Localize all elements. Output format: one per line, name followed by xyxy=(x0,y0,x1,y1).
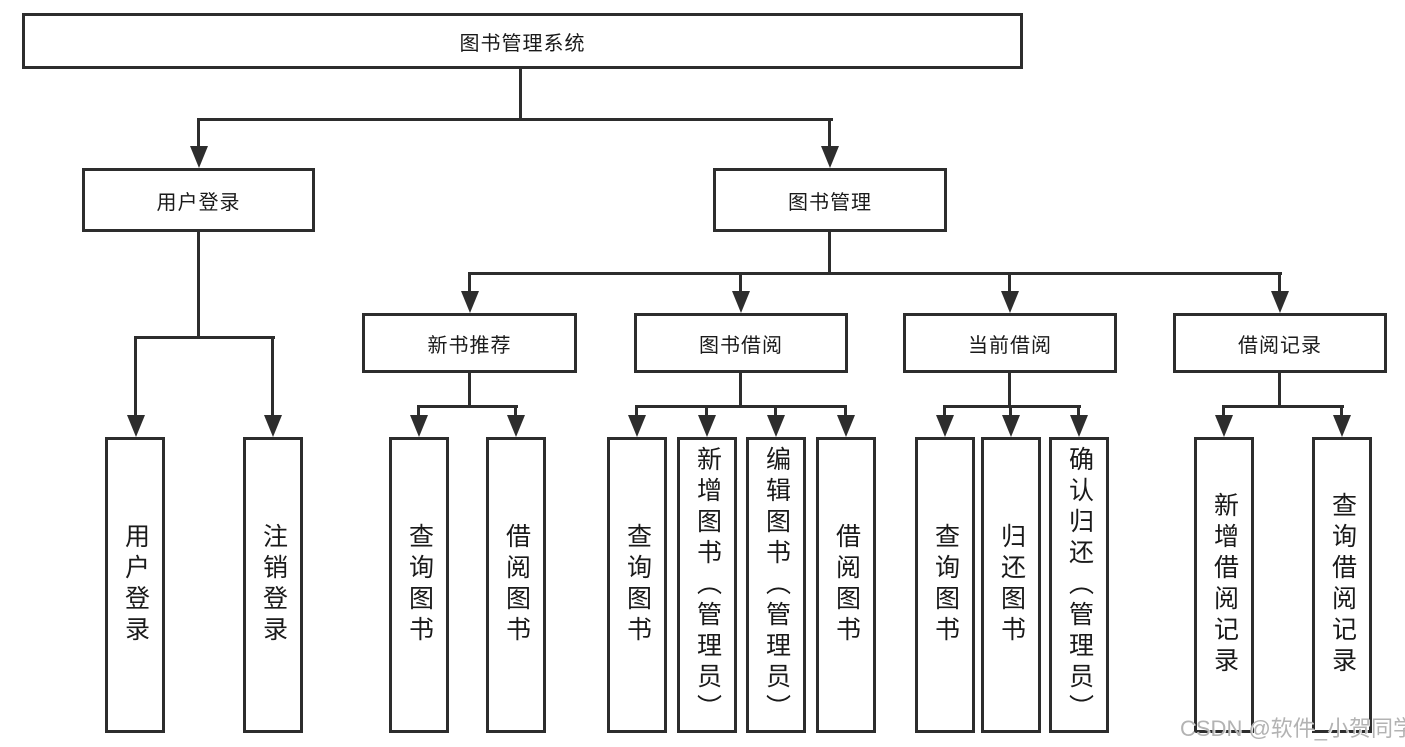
node-book-borrow: 图书借阅 xyxy=(634,313,848,373)
connector-hline xyxy=(469,272,1282,275)
leaf-query-books-borrow-label: 查询图书 xyxy=(623,523,652,647)
leaf-query-borrow-record-label: 查询借阅记录 xyxy=(1328,492,1357,678)
leaf-confirm-return-admin-label: 确认归还（管理员） xyxy=(1065,445,1094,725)
connector-arrow-down-icon xyxy=(1001,405,1020,437)
leaf-add-books-admin-label: 新增图书（管理员） xyxy=(693,445,722,725)
leaf-query-books-current-label: 查询图书 xyxy=(931,523,960,647)
leaf-logout-label: 注销登录 xyxy=(259,523,288,647)
leaf-query-books-recommend: 查询图书 xyxy=(389,437,449,733)
connector-arrow-down-icon xyxy=(126,336,145,437)
connector-arrow-down-icon xyxy=(697,405,716,437)
connector-arrow-down-icon xyxy=(766,405,785,437)
leaf-add-borrow-record: 新增借阅记录 xyxy=(1194,437,1254,733)
node-borrow-records-label: 借阅记录 xyxy=(1238,334,1322,357)
node-library-system: 图书管理系统 xyxy=(22,13,1023,69)
connector-hline xyxy=(197,118,833,121)
connector-arrow-down-icon xyxy=(627,405,646,437)
connector-vline xyxy=(739,373,742,405)
node-current-borrow-label: 当前借阅 xyxy=(968,334,1052,357)
connector-hline xyxy=(134,336,275,339)
connector-arrow-down-icon xyxy=(460,272,479,313)
leaf-query-borrow-record: 查询借阅记录 xyxy=(1312,437,1372,733)
leaf-borrow-books-label: 借阅图书 xyxy=(832,523,861,647)
connector-arrow-down-icon xyxy=(1332,405,1351,437)
leaf-query-books-current: 查询图书 xyxy=(915,437,975,733)
connector-arrow-down-icon xyxy=(189,118,208,168)
connector-arrow-down-icon xyxy=(836,405,855,437)
leaf-borrow-books-recommend-label: 借阅图书 xyxy=(502,523,531,647)
leaf-confirm-return-admin: 确认归还（管理员） xyxy=(1049,437,1109,733)
node-user-login-label: 用户登录 xyxy=(156,191,241,214)
node-book-management: 图书管理 xyxy=(713,168,947,232)
leaf-edit-books-admin: 编辑图书（管理员） xyxy=(746,437,806,733)
connector-arrow-down-icon xyxy=(409,405,428,437)
leaf-edit-books-admin-label: 编辑图书（管理员） xyxy=(762,445,791,725)
connector-arrow-down-icon xyxy=(1069,405,1088,437)
leaf-query-books-borrow: 查询图书 xyxy=(607,437,667,733)
csdn-watermark: CSDN @软件_小贺同学 xyxy=(1180,716,1405,741)
leaf-return-books: 归还图书 xyxy=(981,437,1041,733)
connector-arrow-down-icon xyxy=(1214,405,1233,437)
connector-vline xyxy=(1008,373,1011,405)
connector-arrow-down-icon xyxy=(1000,272,1019,313)
connector-hline xyxy=(635,405,847,408)
connector-hline xyxy=(417,405,518,408)
connector-arrow-down-icon xyxy=(506,405,525,437)
connector-arrow-down-icon xyxy=(263,336,282,437)
connector-vline xyxy=(828,232,831,272)
node-current-borrow: 当前借阅 xyxy=(903,313,1117,373)
node-new-book-recommend-label: 新书推荐 xyxy=(427,334,512,357)
connector-vline xyxy=(197,232,200,336)
connector-arrow-down-icon xyxy=(731,272,750,313)
leaf-add-books-admin: 新增图书（管理员） xyxy=(677,437,737,733)
node-user-login: 用户登录 xyxy=(82,168,315,232)
connector-arrow-down-icon xyxy=(820,118,839,168)
leaf-query-books-recommend-label: 查询图书 xyxy=(405,523,434,647)
node-new-book-recommend: 新书推荐 xyxy=(362,313,577,373)
node-book-borrow-label: 图书借阅 xyxy=(699,334,783,357)
connector-hline xyxy=(943,405,1081,408)
leaf-borrow-books: 借阅图书 xyxy=(816,437,876,733)
connector-vline xyxy=(1278,373,1281,405)
node-borrow-records: 借阅记录 xyxy=(1173,313,1387,373)
leaf-borrow-books-recommend: 借阅图书 xyxy=(486,437,546,733)
node-book-management-label: 图书管理 xyxy=(788,191,872,214)
connector-vline xyxy=(468,373,471,405)
leaf-user-login-label: 用户登录 xyxy=(121,523,150,647)
connector-vline xyxy=(519,69,522,118)
leaf-user-login: 用户登录 xyxy=(105,437,165,733)
connector-arrow-down-icon xyxy=(935,405,954,437)
leaf-logout: 注销登录 xyxy=(243,437,303,733)
leaf-add-borrow-record-label: 新增借阅记录 xyxy=(1210,492,1239,678)
node-library-system-label: 图书管理系统 xyxy=(459,32,586,55)
connector-arrow-down-icon xyxy=(1270,272,1289,313)
connector-hline xyxy=(1222,405,1344,408)
leaf-return-books-label: 归还图书 xyxy=(997,523,1026,647)
